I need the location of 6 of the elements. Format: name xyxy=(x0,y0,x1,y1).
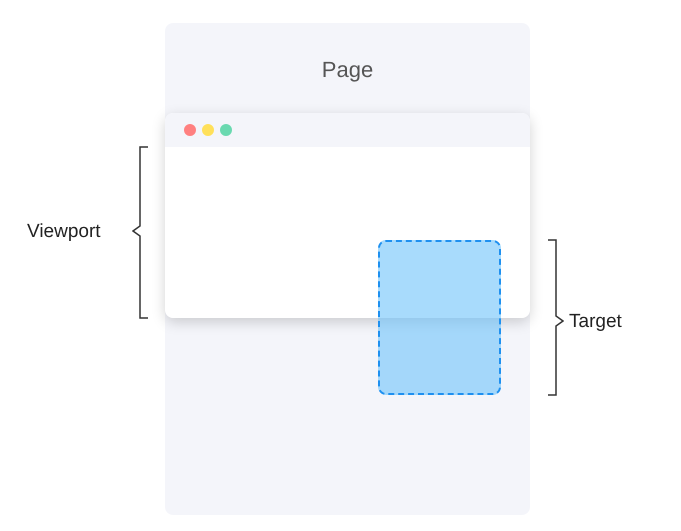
page-title: Page xyxy=(320,56,374,84)
bracket-label: Target xyxy=(569,310,622,334)
browser-window xyxy=(165,113,530,318)
bracket-label: Viewport xyxy=(27,220,101,244)
target-box xyxy=(378,240,501,395)
page-panel xyxy=(165,23,530,515)
